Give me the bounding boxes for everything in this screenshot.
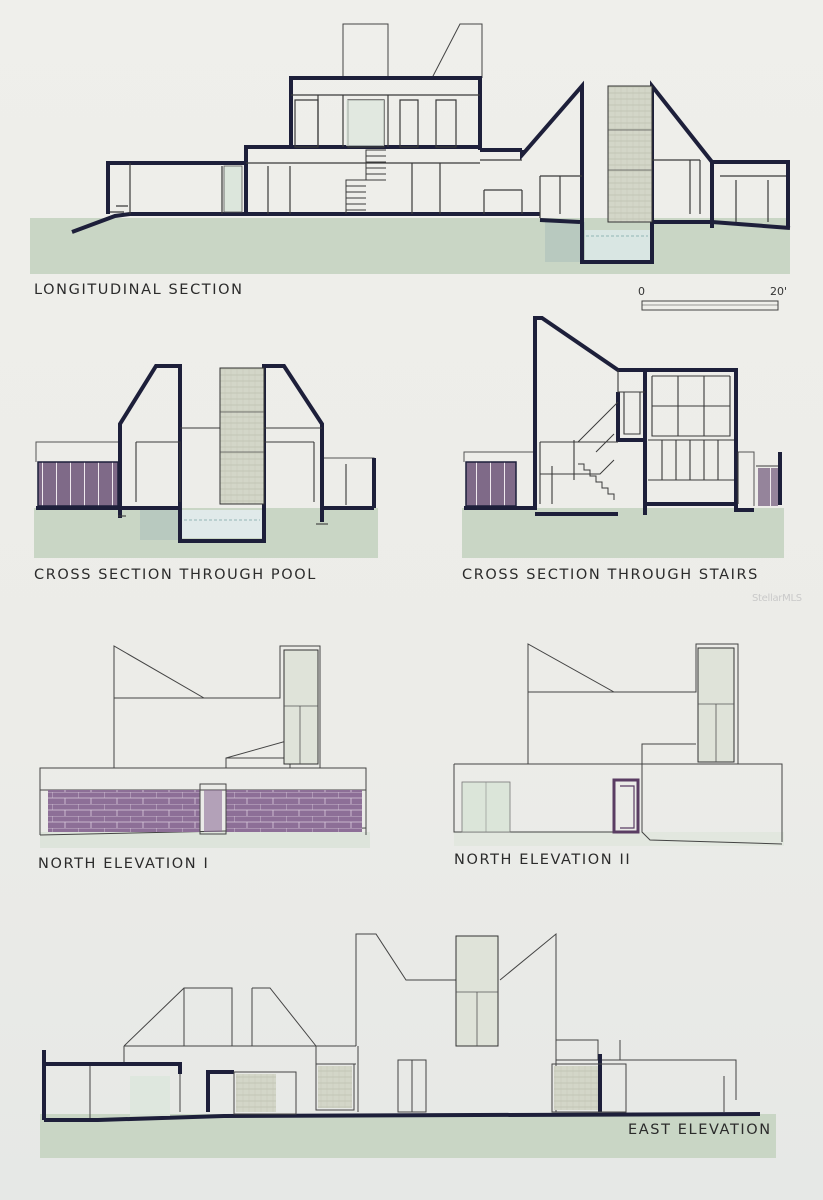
label-north-elevation-1: NORTH ELEVATION I [38, 856, 210, 872]
label-cross-section-stairs: CROSS SECTION THROUGH STAIRS [462, 567, 759, 583]
longitudinal-section [30, 23, 791, 274]
label-longitudinal-section: LONGITUDINAL SECTION [34, 282, 244, 298]
watermark: StellarMLS [752, 593, 802, 604]
label-cross-section-pool: CROSS SECTION THROUGH POOL [34, 567, 317, 583]
north-elevation-2 [453, 643, 784, 846]
north-elevation-1 [39, 645, 370, 848]
scale-start: 0 [638, 285, 645, 298]
cross-section-stairs [462, 316, 784, 558]
cross-section-pool [34, 364, 378, 558]
label-east-elevation: EAST ELEVATION [628, 1122, 772, 1138]
ground-fill [30, 218, 790, 274]
scale-end: 20' [770, 285, 788, 298]
label-north-elevation-2: NORTH ELEVATION II [454, 852, 632, 868]
scale-bar [641, 300, 779, 311]
east-elevation [40, 932, 776, 1158]
